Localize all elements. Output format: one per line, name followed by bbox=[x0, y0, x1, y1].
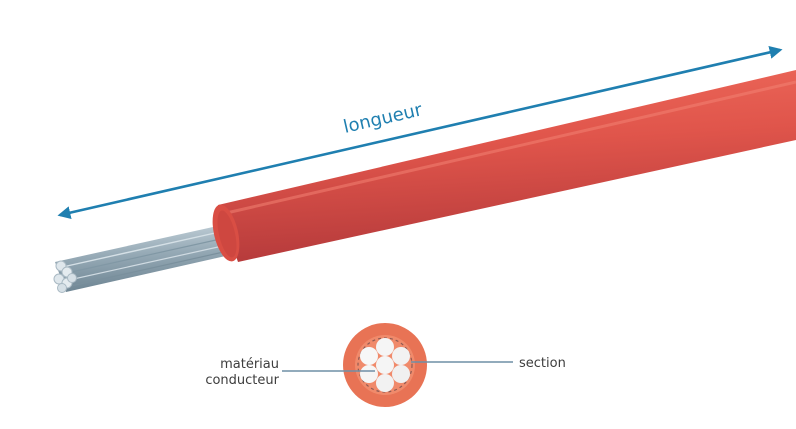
material-label-line1: matériau bbox=[220, 357, 279, 372]
section-label: section bbox=[519, 356, 566, 371]
insulation-jacket bbox=[212, 70, 796, 262]
conductor-strand-circles bbox=[360, 338, 410, 392]
cross-section bbox=[343, 323, 427, 407]
conductor-strands bbox=[53, 225, 230, 293]
material-label-line2: conducteur bbox=[205, 373, 279, 388]
length-label: longueur bbox=[341, 99, 424, 138]
length-arrow bbox=[57, 45, 783, 220]
